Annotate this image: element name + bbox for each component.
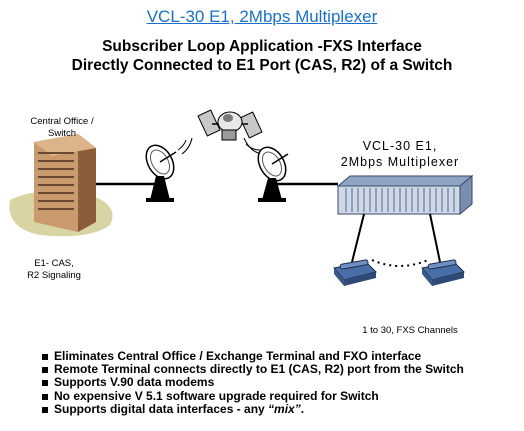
- signaling-label-line-2: R2 Signaling: [27, 270, 81, 281]
- subtitle-line-2: Directly Connected to E1 Port (CAS, R2) …: [71, 57, 453, 74]
- multiplexer-label-line-1: VCL-30 E1,: [362, 139, 438, 153]
- multiplexer-label: VCL-30 E1, 2Mbps Multiplexer: [330, 138, 470, 170]
- central-office-building-icon: [34, 134, 96, 232]
- central-office-label-line-2: Switch: [48, 128, 76, 139]
- central-office-label: Central Office / Switch: [14, 116, 110, 140]
- central-office-label-line-1: Central Office /: [30, 116, 94, 127]
- feature-item: Supports digital data interfaces - any “…: [42, 401, 464, 416]
- channels-dotted-arc: [371, 259, 429, 267]
- feature-item: Remote Terminal connects directly to E1 …: [42, 363, 464, 376]
- multiplexer-label-line-2: 2Mbps Multiplexer: [340, 155, 460, 169]
- page-title: VCL-30 E1, 2Mbps Multiplexer: [146, 7, 378, 26]
- feature-item-emphasis: “mix”: [268, 401, 301, 416]
- signaling-label-line-1: E1- CAS,: [34, 258, 74, 269]
- feature-item: Eliminates Central Office / Exchange Ter…: [42, 349, 464, 363]
- feature-list: Eliminates Central Office / Exchange Ter…: [42, 349, 464, 416]
- multiplexer-icon: [336, 174, 474, 216]
- satellite-icon: [197, 109, 263, 141]
- feature-item: Supports V.90 data modems: [42, 376, 464, 389]
- phone-line-left: [351, 213, 365, 263]
- satellite-dish-right-icon: [257, 146, 289, 202]
- phone-line-right: [429, 213, 441, 263]
- feature-item: No expensive V 5.1 software upgrade requ…: [42, 389, 464, 403]
- telephone-left-icon: [333, 259, 377, 286]
- subtitle-line-1: Subscriber Loop Application -FXS Interfa…: [102, 38, 422, 55]
- feature-item-text: Supports digital data interfaces - any: [54, 401, 269, 416]
- signaling-label: E1- CAS, R2 Signaling: [14, 258, 94, 282]
- channels-label: 1 to 30, FXS Channels: [362, 325, 458, 336]
- telephone-right-icon: [421, 259, 465, 286]
- feature-item-suffix: .: [300, 401, 305, 416]
- satellite-dish-left-icon: [145, 144, 177, 202]
